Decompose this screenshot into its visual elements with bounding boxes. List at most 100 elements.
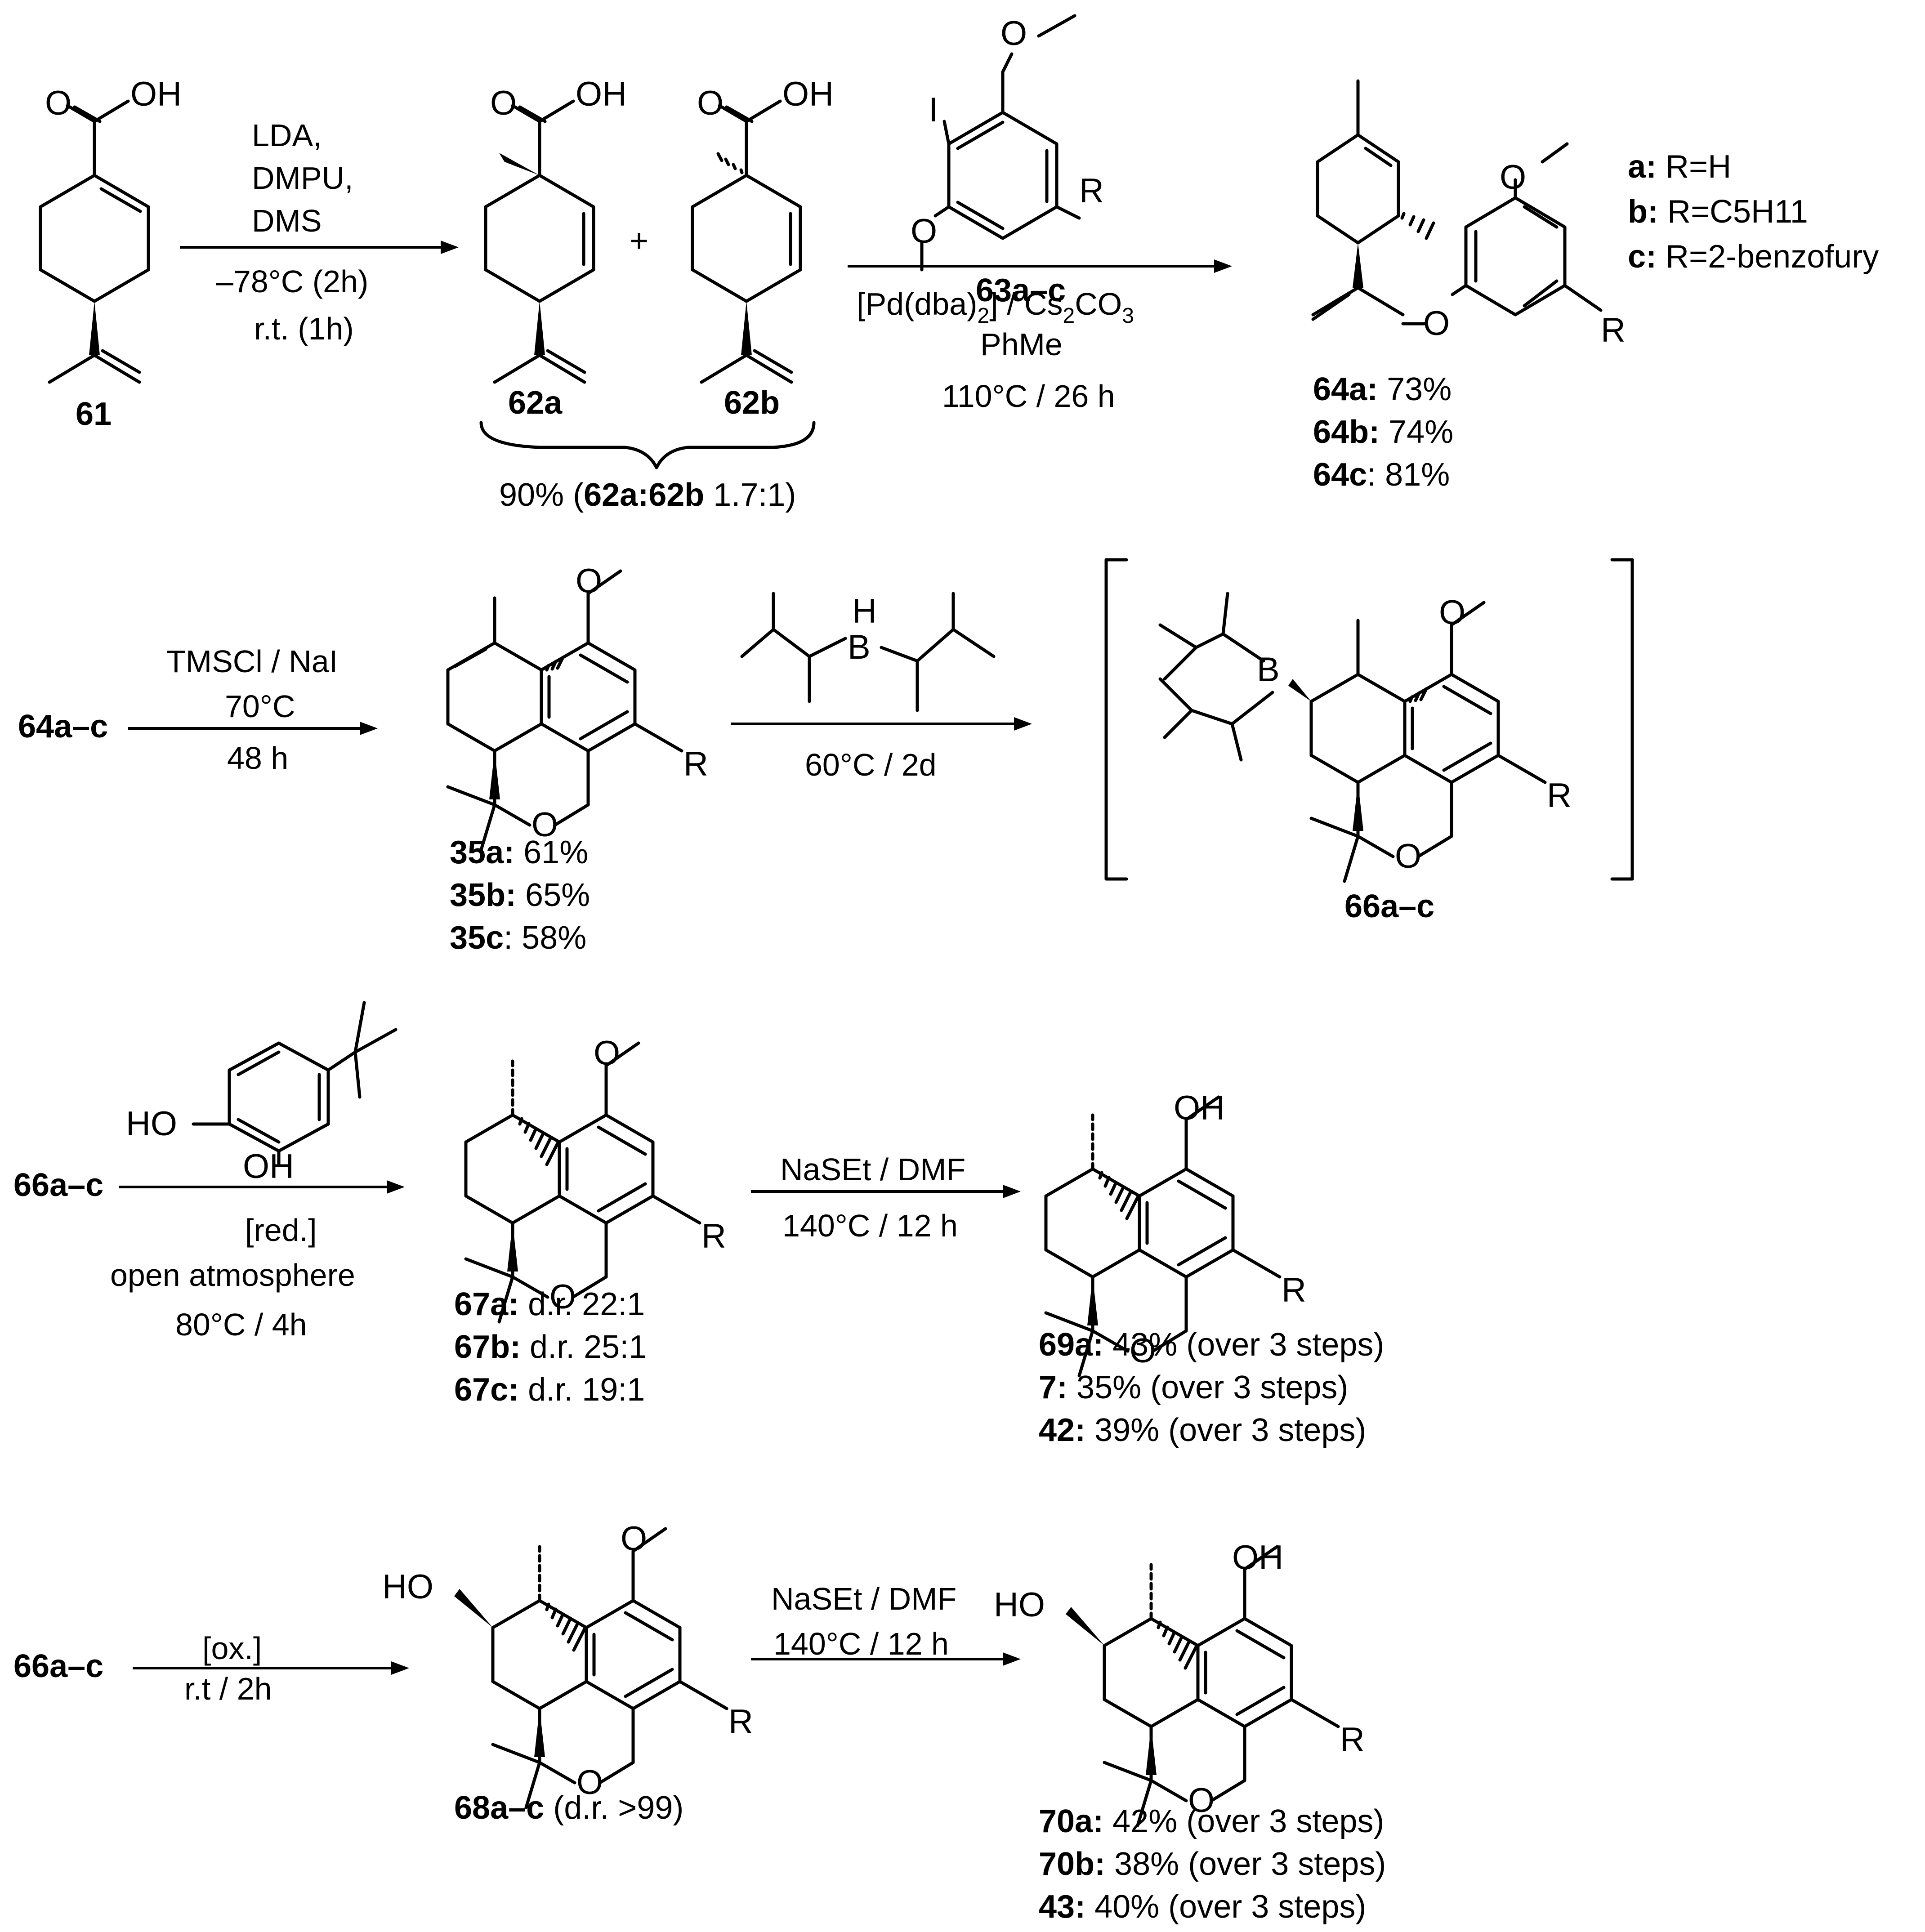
svg-text:O: O: [1000, 14, 1027, 53]
svg-text:35a: 61%: 35a: 61%: [450, 834, 588, 870]
svg-text:O: O: [1500, 158, 1526, 196]
cond-rt: r.t. (1h): [254, 311, 354, 346]
cond-dms: DMS: [252, 203, 322, 238]
compound-62b: O OH 62b: [691, 75, 834, 421]
svg-text:67c: d.r. 19:1: 67c: d.r. 19:1: [454, 1372, 645, 1408]
svg-text:TMSCl / NaI: TMSCl / NaI: [166, 644, 338, 679]
svg-text:OH: OH: [782, 75, 834, 113]
ratio-text: 90% (62a:62b 1.7:1): [499, 477, 796, 513]
svg-text:HO: HO: [126, 1105, 177, 1143]
svg-text:R: R: [1601, 311, 1626, 349]
svg-text:R: R: [728, 1703, 753, 1741]
compound-70: HO OH O R: [994, 1539, 1365, 1825]
svg-text:O: O: [576, 1763, 603, 1802]
svg-text:35c: 58%: 35c: 58%: [450, 920, 586, 956]
svg-text:7: 35% (over 3 steps): 7: 35% (over 3 steps): [1039, 1370, 1348, 1405]
svg-text:64c: 81%: 64c: 81%: [1313, 457, 1450, 493]
compound-61: O OH 61: [39, 75, 182, 432]
svg-text:PhMe: PhMe: [980, 327, 1063, 362]
step-6-conditions: NaSEt / DMF 140°C / 12 h: [751, 1152, 1021, 1243]
svg-text:48 h: 48 h: [227, 741, 288, 776]
step-3-conditions: TMSCl / NaI 70°C 48 h: [128, 644, 378, 776]
yields-35: 35a: 61% 35b: 65% 35c: 58%: [450, 834, 590, 956]
brace: [479, 421, 816, 469]
svg-text:O: O: [576, 562, 602, 600]
svg-text:O: O: [594, 1034, 620, 1072]
svg-text:64b: 74%: 64b: 74%: [1313, 414, 1453, 450]
reagent-63: O I O R 63a–c: [911, 14, 1104, 308]
svg-text:69a: 43% (over 3 steps): 69a: 43% (over 3 steps): [1039, 1327, 1384, 1363]
label-62b: 62b: [724, 385, 780, 421]
label-62a: 62a: [508, 385, 563, 421]
svg-text:70b: 38% (over 3 steps): 70b: 38% (over 3 steps): [1039, 1846, 1386, 1882]
svg-text:R: R: [1282, 1271, 1306, 1309]
svg-text:60°C / 2d: 60°C / 2d: [805, 747, 937, 782]
svg-text:B: B: [848, 628, 871, 666]
svg-text:HO: HO: [994, 1586, 1045, 1624]
cond-dmpu: DMPU,: [252, 161, 353, 196]
svg-text:67b: d.r. 25:1: 67b: d.r. 25:1: [454, 1329, 647, 1365]
cond-lda: LDA,: [252, 118, 322, 153]
svg-text:140°C / 12 h: 140°C / 12 h: [782, 1208, 958, 1243]
compound-69: OH O R: [1046, 1089, 1306, 1376]
svg-text:OH: OH: [1232, 1539, 1283, 1577]
cond-temp: –78°C (2h): [216, 264, 368, 299]
label-66-start-2: 66a–c: [13, 1648, 103, 1684]
svg-text:80°C / 4h: 80°C / 4h: [175, 1307, 307, 1342]
svg-text:O: O: [697, 84, 724, 122]
svg-text:O: O: [1395, 837, 1421, 875]
yields-70: 70a: 42% (over 3 steps) 70b: 38% (over 3…: [1039, 1803, 1386, 1925]
svg-text:O: O: [1188, 1781, 1215, 1820]
label-66: 66a–c: [1344, 888, 1434, 924]
svg-text:67a: d.r. 22:1: 67a: d.r. 22:1: [454, 1286, 645, 1322]
svg-text:a: R=H: a: R=H: [1628, 149, 1731, 185]
svg-text:O: O: [1423, 304, 1450, 343]
svg-text:70a: 42% (over 3 steps): 70a: 42% (over 3 steps): [1039, 1803, 1384, 1839]
step-8-conditions: NaSEt / DMF 140°C / 12 h: [751, 1581, 1021, 1666]
svg-text:r.t / 2h: r.t / 2h: [184, 1671, 272, 1706]
svg-text:O: O: [490, 84, 517, 122]
yields-69: 69a: 43% (over 3 steps) 7: 35% (over 3 s…: [1039, 1327, 1384, 1448]
svg-text:open atmosphere: open atmosphere: [110, 1258, 355, 1293]
svg-text:OH: OH: [1174, 1089, 1225, 1127]
svg-text:H: H: [852, 592, 877, 630]
compound-35: O O R: [446, 562, 708, 852]
step-1-conditions: LDA, DMPU, DMS –78°C (2h) r.t. (1h): [180, 118, 459, 346]
svg-text:O: O: [531, 806, 558, 844]
yields-64: 64a: 73% 64b: 74% 64c: 81%: [1313, 371, 1453, 493]
svg-text:O: O: [621, 1520, 647, 1558]
svg-text:63a–c: 63a–c: [976, 272, 1066, 308]
step-7-conditions: [ox.] r.t / 2h: [133, 1631, 409, 1706]
svg-text:R: R: [701, 1217, 726, 1255]
svg-text:b: R=C5H11: b: R=C5H11: [1628, 194, 1808, 230]
svg-text:I: I: [929, 91, 938, 129]
svg-text:HO: HO: [382, 1568, 433, 1606]
label-64-start: 64a–c: [18, 709, 108, 745]
svg-text:110°C / 26 h: 110°C / 26 h: [942, 379, 1115, 414]
compound-67: O O R: [466, 1034, 726, 1322]
svg-text:[ox.]: [ox.]: [202, 1631, 262, 1666]
svg-text:70°C: 70°C: [225, 689, 295, 724]
svg-text:OH: OH: [243, 1147, 294, 1186]
label-61: 61: [76, 396, 112, 432]
svg-text:NaSEt / DMF: NaSEt / DMF: [780, 1152, 965, 1187]
step-2-conditions: [Pd(dba)2] / Cs2CO3 PhMe 110°C / 26 h: [848, 259, 1232, 414]
svg-text:OH: OH: [576, 75, 627, 113]
atom-OH: OH: [130, 75, 182, 113]
step-5-conditions: HO OH [red.] open atmosphere 80°C / 4h: [110, 1001, 405, 1342]
atom-O: O: [45, 84, 71, 122]
svg-text:c: R=2-benzofury: c: R=2-benzofury: [1628, 239, 1879, 275]
svg-text:35b: 65%: 35b: 65%: [450, 877, 590, 913]
svg-text:R: R: [1547, 776, 1572, 815]
svg-text:[red.]: [red.]: [245, 1213, 317, 1248]
plus-sign: +: [630, 223, 648, 259]
svg-text:64a: 73%: 64a: 73%: [1313, 371, 1452, 407]
svg-text:[Pd(dba)2] / Cs2CO3: [Pd(dba)2] / Cs2CO3: [857, 286, 1134, 328]
svg-text:O: O: [1439, 593, 1465, 632]
dr-68: 68a–c (d.r. >99): [454, 1790, 683, 1826]
svg-text:R: R: [1079, 172, 1104, 210]
svg-text:NaSEt / DMF: NaSEt / DMF: [771, 1581, 956, 1616]
svg-text:O: O: [1130, 1332, 1156, 1370]
compound-64: O O R: [1311, 79, 1626, 349]
